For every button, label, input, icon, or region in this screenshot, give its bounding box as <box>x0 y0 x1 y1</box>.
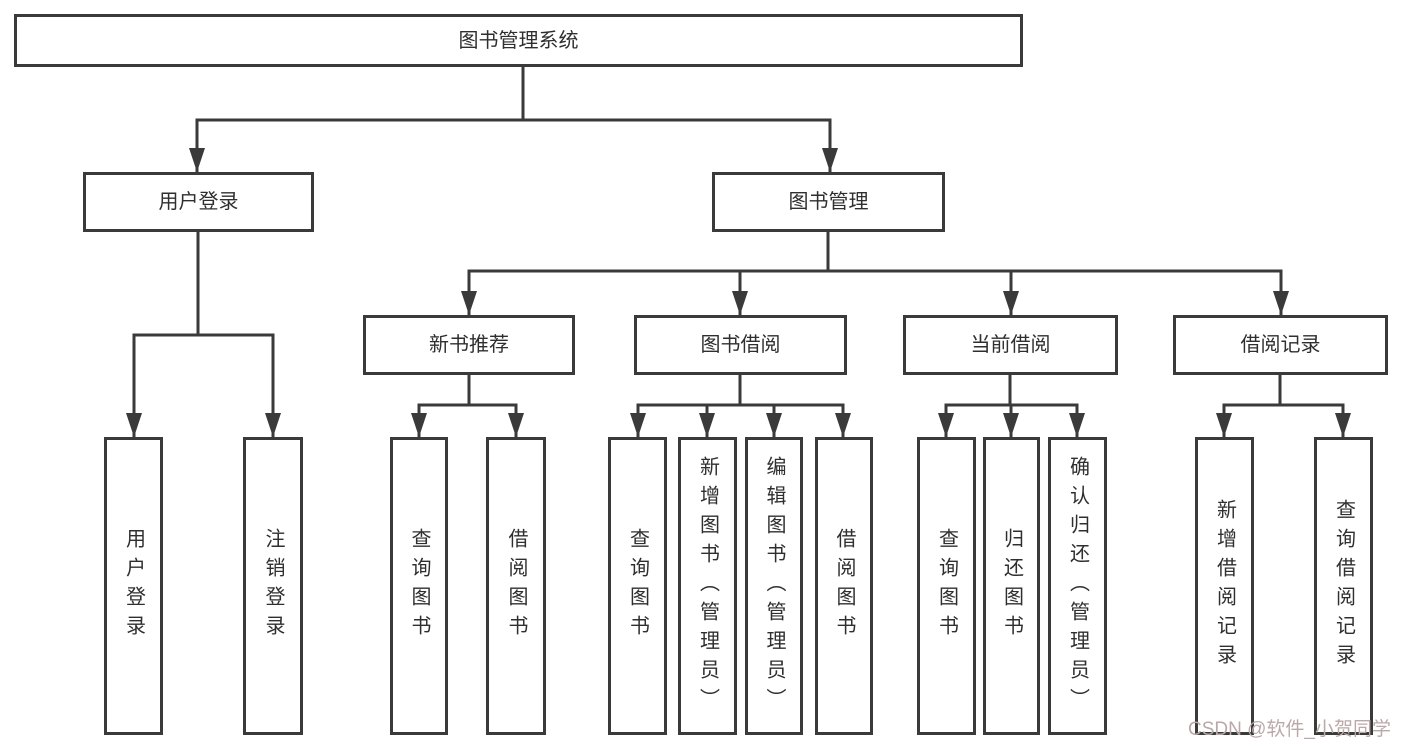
node-book-management: 图书管理 <box>712 172 945 232</box>
leaf-query-books-current: 查询图书 <box>917 437 976 735</box>
leaf-logout: 注销登录 <box>243 437 303 735</box>
node-label: 图书管理 <box>788 191 869 213</box>
node-label: 图书管理系统 <box>458 29 579 52</box>
node-label: 图书借阅 <box>700 334 781 356</box>
leaf-borrow-books: 借阅图书 <box>815 437 873 735</box>
node-label: 用户登录 <box>158 191 239 213</box>
leaf-edit-books-admin: 编辑图书（管理员） <box>745 437 803 735</box>
leaf-add-books-admin: 新增图书（管理员） <box>678 437 737 735</box>
node-book-borrowing: 图书借阅 <box>634 315 847 375</box>
node-label: 当前借阅 <box>970 334 1051 356</box>
node-new-book-recommend: 新书推荐 <box>363 315 575 375</box>
node-current-borrowing: 当前借阅 <box>903 315 1118 375</box>
leaf-query-borrow-record: 查询借阅记录 <box>1314 437 1373 735</box>
node-borrow-records: 借阅记录 <box>1173 315 1388 375</box>
leaf-return-books: 归还图书 <box>983 437 1040 735</box>
node-user-login: 用户登录 <box>83 172 314 232</box>
leaf-user-login: 用户登录 <box>104 437 163 735</box>
tree-connectors <box>126 63 1351 437</box>
leaf-query-books-recommend: 查询图书 <box>390 437 448 735</box>
leaf-confirm-return-admin: 确认归还（管理员） <box>1048 437 1107 735</box>
leaf-add-borrow-record: 新增借阅记录 <box>1195 437 1254 735</box>
csdn-watermark: CSDN @软件_小贺同学 <box>1188 719 1391 740</box>
leaf-borrow-books-recommend: 借阅图书 <box>486 437 546 735</box>
node-label: 新书推荐 <box>429 334 509 356</box>
leaf-query-books-borrowing: 查询图书 <box>608 437 667 735</box>
node-label: 借阅记录 <box>1240 334 1321 356</box>
node-root-library-system: 图书管理系统 <box>14 14 1023 67</box>
